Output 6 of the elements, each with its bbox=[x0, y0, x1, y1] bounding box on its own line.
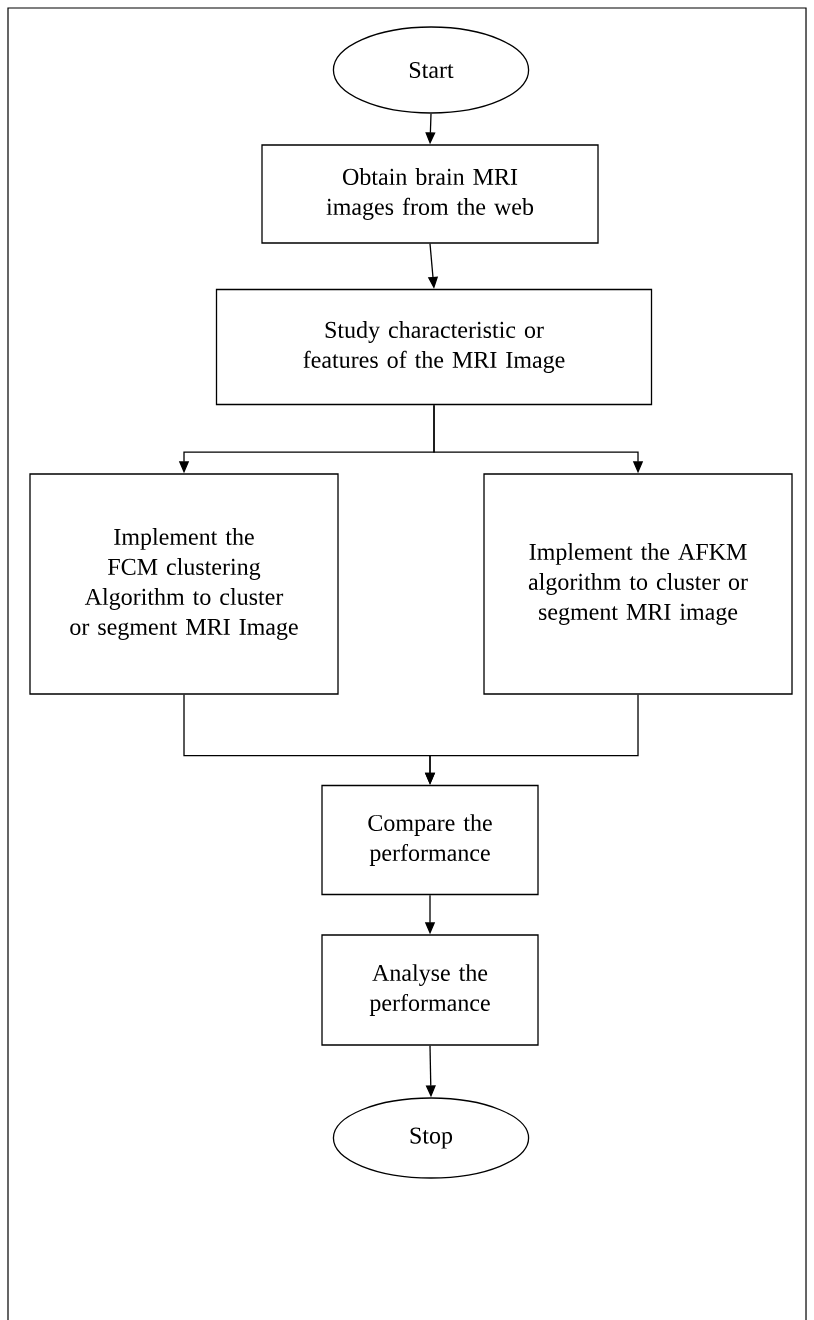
process-box: Study characteristic or features of the MRI Image bbox=[215, 288, 653, 406]
process-box: Compare the performance bbox=[321, 784, 539, 896]
process-box: Analyse the performance bbox=[321, 934, 539, 1046]
process-box: Implement the FCM clustering Algorithm to cluster or segment MRI Image bbox=[29, 473, 339, 695]
process-box: Obtain brain MRI images from the web bbox=[261, 144, 599, 244]
process-box: Implement the AFKM algorithm to cluster or segment MRI image bbox=[483, 473, 793, 695]
